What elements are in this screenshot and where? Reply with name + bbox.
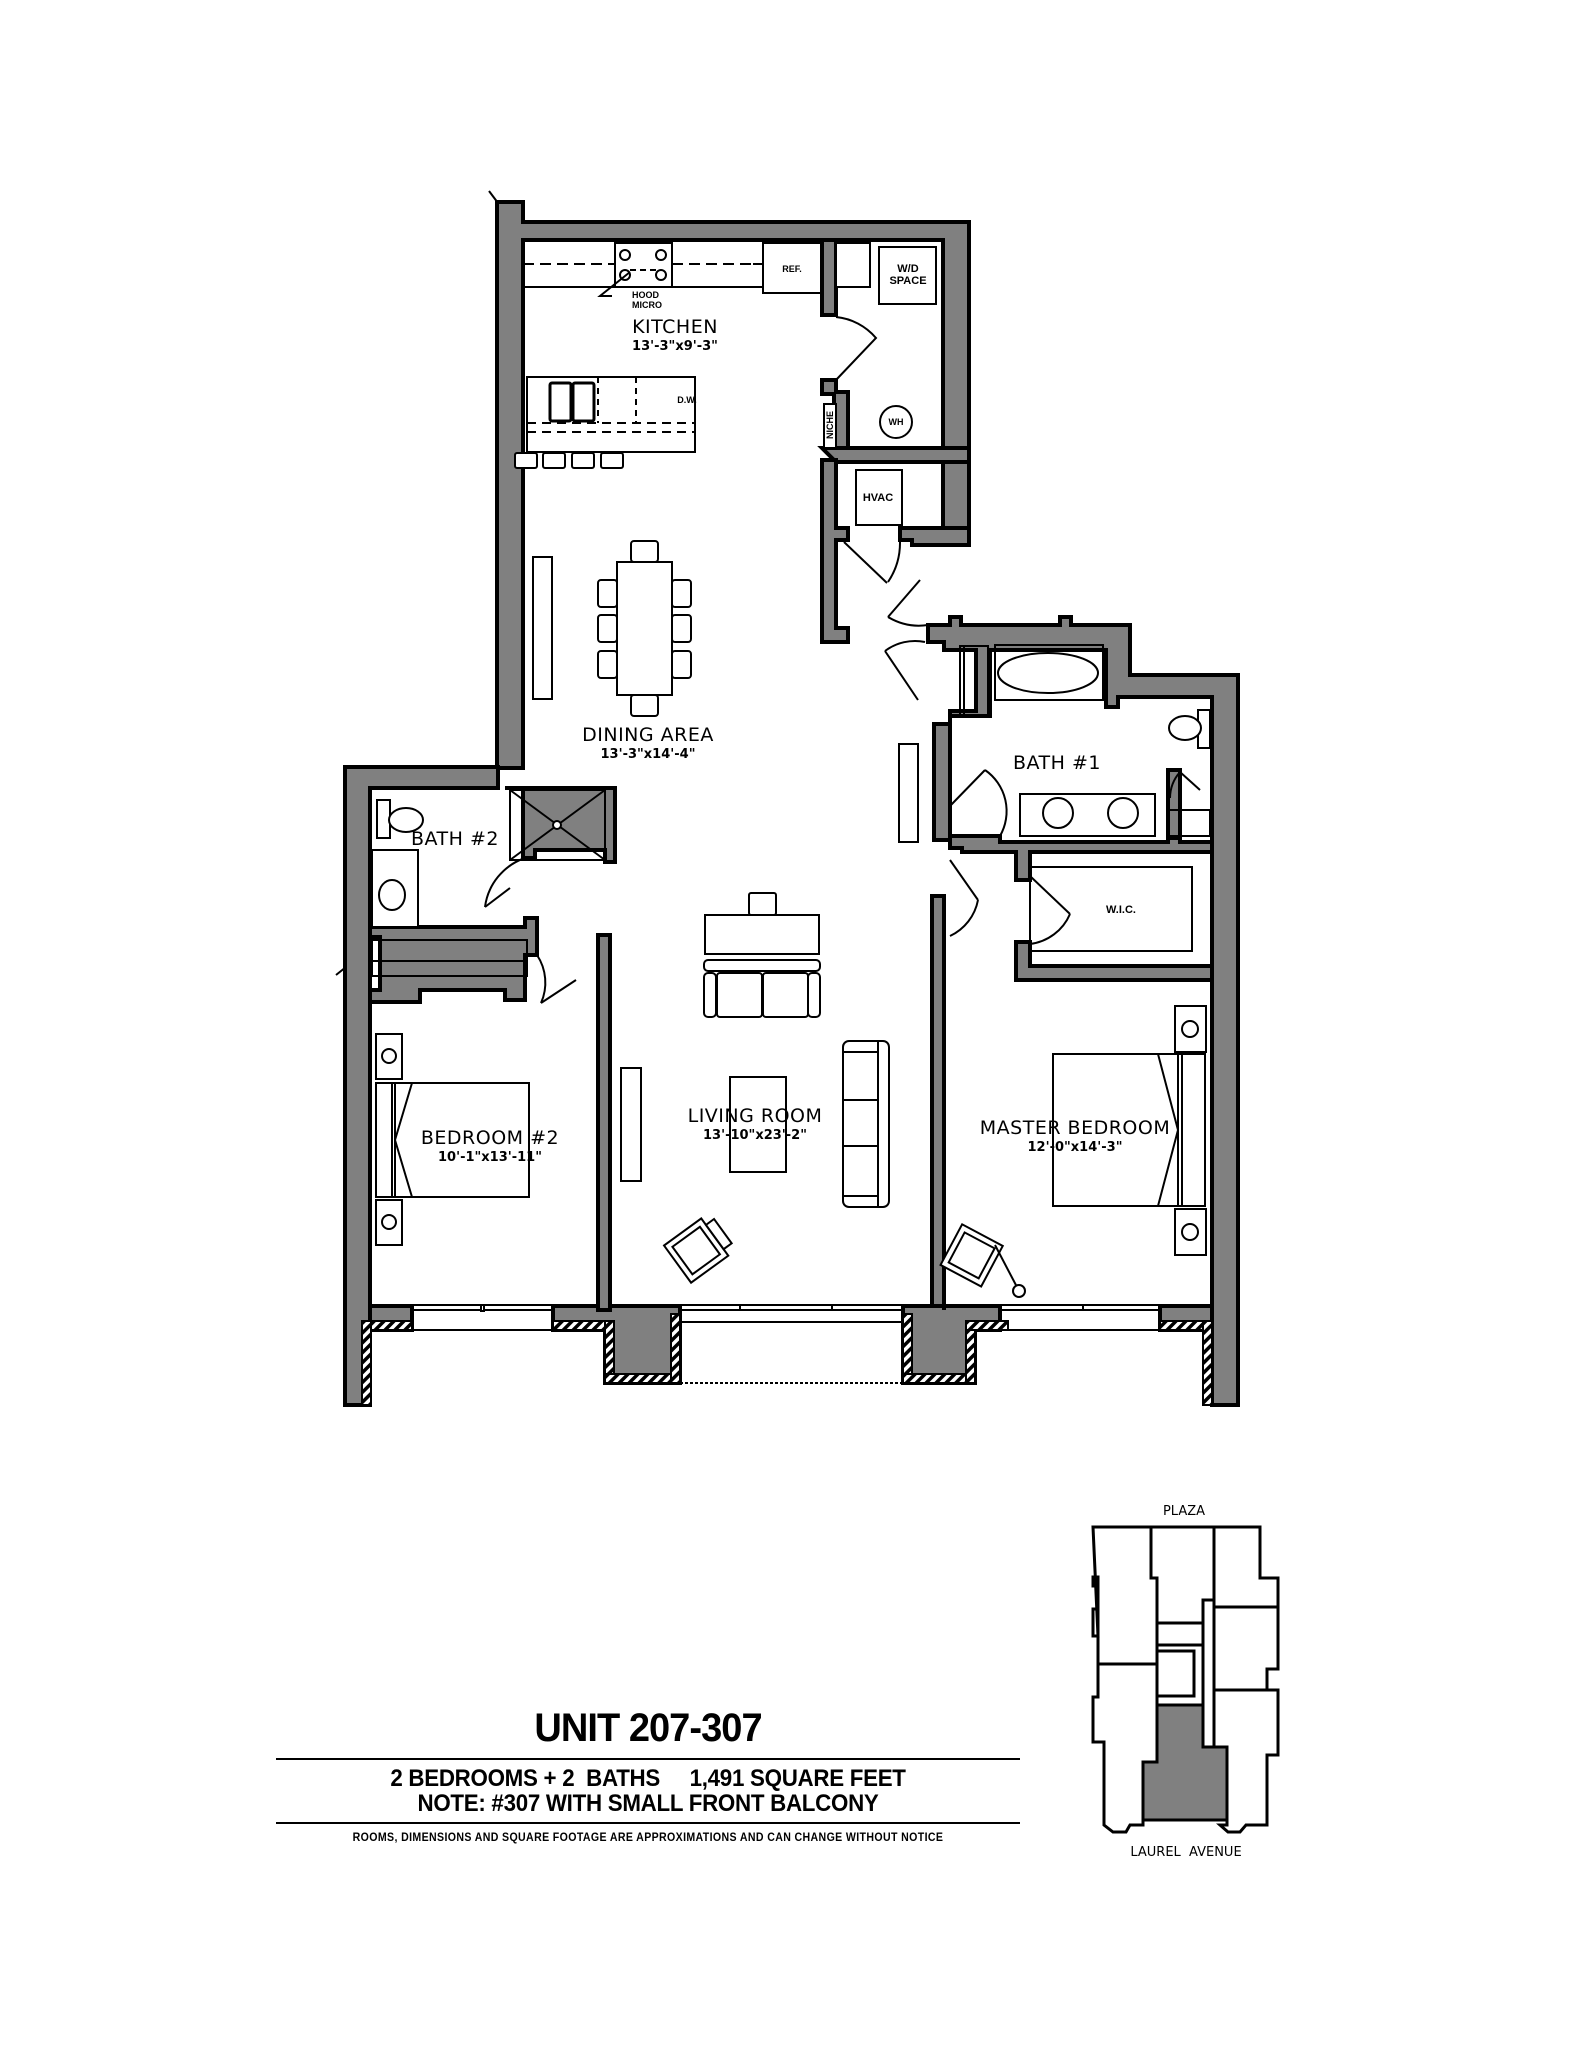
living-label: LIVING ROOM 13'-10"x23'-2" xyxy=(688,1105,823,1143)
dishwasher-label: D.W. xyxy=(677,395,697,405)
unit-summary: 2 BEDROOMS + 2 BATHS 1,491 SQUARE FEET xyxy=(390,1765,906,1792)
laundry-fixtures xyxy=(823,242,937,526)
kitchen-label: KITCHEN 13'-3"x9'-3" xyxy=(632,316,718,354)
hvac-label: HVAC xyxy=(862,492,894,504)
living-furniture xyxy=(620,892,890,1285)
master-bedroom-label: MASTER BEDROOM 12'-0"x14'-3" xyxy=(980,1117,1170,1155)
living-dims: 13'-10"x23'-2" xyxy=(703,1128,807,1143)
bath2-label: BATH #2 xyxy=(411,828,499,850)
divider-top xyxy=(276,1758,1020,1760)
hood-micro-label: HOOD MICRO xyxy=(632,290,662,310)
bedroom2-dims: 10'-1"x13'-11" xyxy=(437,1150,542,1165)
kitchen-name: KITCHEN xyxy=(632,316,718,338)
dining-name: DINING AREA xyxy=(582,724,714,746)
dining-furniture xyxy=(532,540,919,843)
keyplan-bottom-label: LAUREL AVENUE xyxy=(1130,1845,1242,1860)
living-name: LIVING ROOM xyxy=(687,1105,823,1127)
bath-fixtures xyxy=(371,644,1211,977)
hood-label: HOOD xyxy=(632,290,659,300)
wd-line1: W/D xyxy=(897,263,919,275)
balcony-hatching xyxy=(361,1313,1213,1406)
master-name: MASTER BEDROOM xyxy=(979,1117,1171,1139)
bedroom2-name: BEDROOM #2 xyxy=(420,1127,560,1149)
ref-label: REF. xyxy=(782,264,802,274)
title-block: UNIT 207-307 2 BEDROOMS + 2 BATHS 1,491 … xyxy=(276,1706,1020,1844)
wic-label: W.I.C. xyxy=(1106,904,1136,916)
divider-bottom xyxy=(276,1822,1020,1824)
windows xyxy=(412,1304,1160,1384)
disclaimer: ROOMS, DIMENSIONS AND SQUARE FOOTAGE ARE… xyxy=(352,1832,944,1844)
dining-dims: 13'-3"x14'-4" xyxy=(600,747,696,762)
unit-note: NOTE: #307 WITH SMALL FRONT BALCONY xyxy=(417,1790,879,1817)
micro-label: MICRO xyxy=(632,300,662,310)
unit-title: UNIT 207-307 xyxy=(534,1706,762,1750)
dining-label: DINING AREA 13'-3"x14'-4" xyxy=(582,724,714,762)
niche-label: NICHE xyxy=(825,410,835,440)
bedroom-furniture xyxy=(375,1005,1207,1298)
hall-doors xyxy=(484,541,1201,1004)
wd-line2: SPACE xyxy=(889,275,927,287)
kitchen-fixtures xyxy=(514,242,822,469)
bedroom2-label: BEDROOM #2 10'-1"x13'-11" xyxy=(421,1127,559,1165)
key-plan xyxy=(1091,1525,1280,1834)
water-heater-label: WH xyxy=(888,417,904,427)
kitchen-dims: 13'-3"x9'-3" xyxy=(632,339,718,354)
wd-space-label: W/D SPACE xyxy=(889,263,926,287)
bath1-label: BATH #1 xyxy=(1013,752,1101,774)
keyplan-top-label: PLAZA xyxy=(1162,1504,1206,1519)
master-dims: 12'-0"x14'-3" xyxy=(1027,1140,1123,1155)
